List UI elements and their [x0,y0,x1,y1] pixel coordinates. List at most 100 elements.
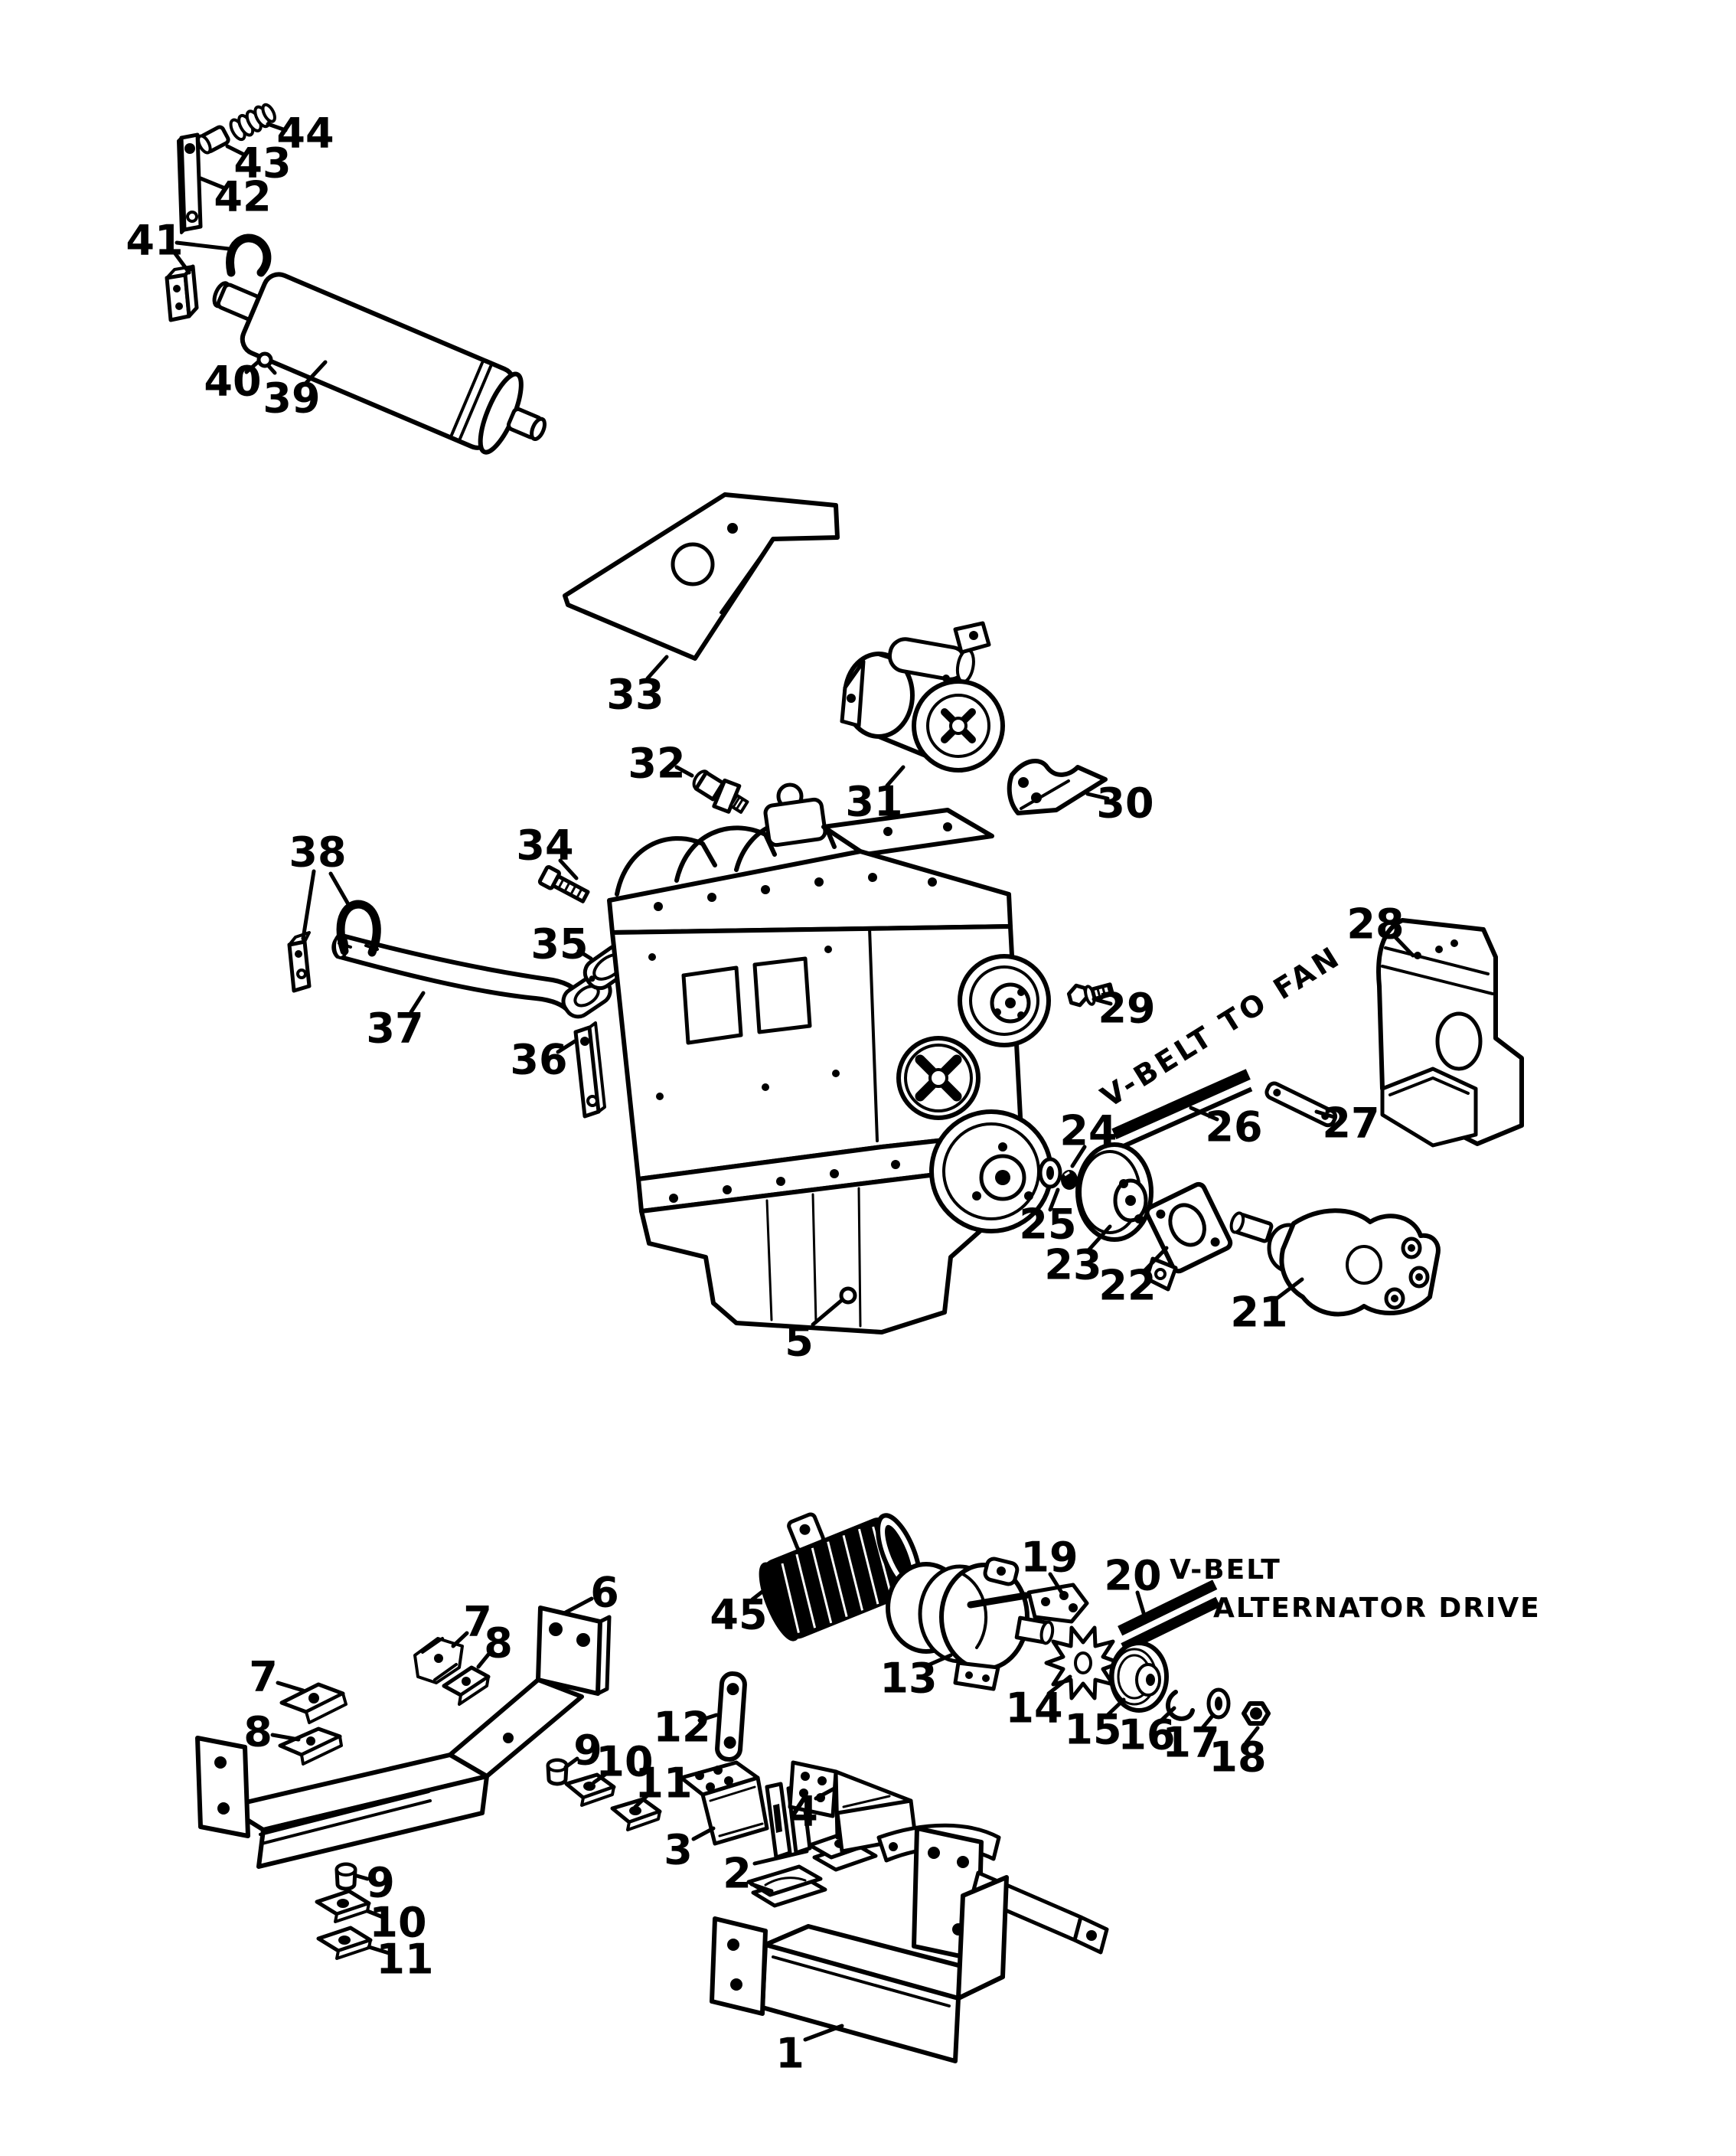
callout-31: 31 [845,778,902,826]
leader-line-13-0 [924,1653,953,1668]
part-33-plate [563,492,840,661]
part-38-u-bolt-clamp [287,900,381,993]
part-34-bolt [537,864,590,903]
leader-line-26-0 [1189,1106,1219,1122]
leader-line-21-0 [1274,1277,1304,1301]
leader-line-18-0 [1244,1726,1260,1745]
label-alternator-drive: ALTERNATOR DRIVE [1213,1592,1541,1624]
callout-32: 32 [628,740,685,788]
leader-line-27-0 [1314,1109,1336,1119]
part-6-left-mount [195,1606,612,1869]
leader-line-1-0 [803,2024,844,2042]
leader-line-6-0 [563,1596,594,1615]
leader-line-8-0 [270,1733,301,1742]
callout-16: 16 [1118,1711,1175,1759]
callout-3: 3 [664,1826,693,1874]
part-8-pad-upper [442,1665,491,1706]
part-20-alternator-belt [1118,1579,1221,1653]
callout-9: 9 [573,1726,602,1775]
callout-18: 18 [1209,1733,1266,1782]
callout-36: 36 [510,1036,567,1084]
leader-line-8-0 [476,1652,491,1669]
leader-line-2-0 [752,1849,809,1866]
leader-line-2-1 [749,1882,774,1893]
part-7-wedge-left [279,1682,348,1724]
leader-line-11-0 [633,1791,652,1809]
part-18-nut [1242,1701,1271,1726]
callout-13: 13 [879,1655,937,1703]
leader-line-44-0 [266,122,288,132]
part-10-plate-left [315,1889,371,1923]
leader-line-15-0 [1105,1697,1126,1718]
part-23-pulley [1075,1142,1154,1242]
callout-28: 28 [1346,900,1404,949]
leader-line-17-0 [1199,1713,1216,1731]
callout-7: 7 [249,1653,278,1701]
leader-line-38-0 [301,869,316,941]
callout-24: 24 [1059,1107,1117,1155]
callout-39: 39 [263,374,320,423]
callout-10: 10 [596,1738,653,1786]
callout-33: 33 [606,671,664,719]
part-27-bracket [1264,1081,1338,1128]
part-36-strap [573,1021,606,1119]
part-39-muffler [212,272,547,455]
callout-4: 4 [789,1788,818,1836]
callout-41: 41 [126,217,183,265]
part-11-plate-right [610,1797,662,1831]
leader-line-36-0 [556,1039,577,1054]
leader-line-4-0 [814,1786,837,1801]
leader-line-14-0 [1046,1674,1072,1696]
part-13-alternator [886,1557,1055,1691]
callout-8: 8 [243,1708,272,1756]
leader-line-22-0 [1141,1246,1169,1274]
callout-17: 17 [1162,1719,1219,1767]
part-21-water-pump [1229,1208,1441,1317]
part-15-pulley [1109,1641,1169,1713]
callout-34: 34 [516,822,573,870]
part-31-starter [840,621,1005,773]
leader-line-28-0 [1392,933,1415,958]
callout-10: 10 [369,1899,426,1947]
part-5-engine [607,782,1053,1334]
callout-21: 21 [1230,1289,1287,1337]
callout-44: 44 [276,109,334,158]
callout-6: 6 [590,1569,619,1617]
leader-line-25-0 [1048,1187,1060,1212]
part-30-bracket [1007,759,1108,815]
leader-line-7-0 [451,1631,469,1648]
callout-12: 12 [653,1704,710,1752]
leader-line-23-0 [1086,1224,1112,1253]
part-42-strap [177,132,203,234]
part-19-adjuster-bracket [967,1583,1089,1624]
leader-line-9-0 [354,1873,370,1881]
label-v-belt: V-BELT [1170,1554,1281,1586]
leader-line-42-0 [198,176,227,191]
callout-2: 2 [723,1850,752,1898]
leader-line-11-0 [367,1945,391,1955]
leader-line-32-0 [674,765,694,778]
part-26-fan-belt [1111,1069,1253,1152]
callout-40: 40 [204,358,261,406]
leader-line-12-0 [697,1713,719,1723]
callout-27: 27 [1322,1099,1379,1148]
callout-23: 23 [1044,1241,1101,1289]
part-44-spring [229,103,276,142]
leader-line-3-0 [691,1826,716,1841]
callout-9: 9 [366,1859,395,1907]
callout-11: 11 [635,1759,692,1808]
leader-line-31-0 [885,765,906,788]
part-10-plate-right [564,1772,616,1807]
leader-line-33-0 [645,655,669,681]
part-29-bolt [1066,982,1114,1008]
callout-43: 43 [233,139,291,188]
callout-11: 11 [376,1936,433,1984]
callout-5: 5 [785,1318,814,1366]
callout-1: 1 [775,2030,804,2078]
part-16-clip [1166,1690,1195,1721]
part-28-shield [1376,918,1524,1148]
leader-line-38-1 [328,871,351,906]
callout-35: 35 [530,920,588,969]
callout-20: 20 [1104,1552,1161,1600]
